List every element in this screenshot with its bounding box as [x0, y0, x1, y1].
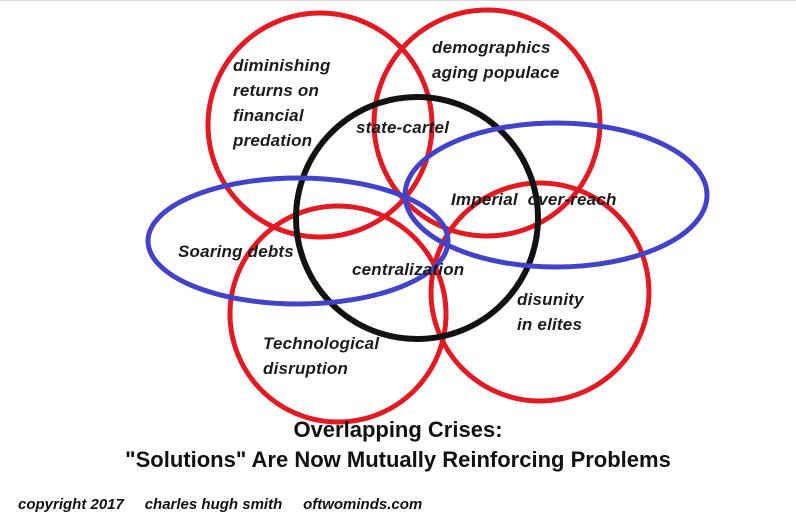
label-disunity-in-elites: disunity in elites [517, 290, 584, 334]
label-imperial-overreach: Imperial over-reach [451, 190, 617, 209]
diagram-title-line1: Overlapping Crises: [293, 417, 503, 442]
circle-state-cartel-centralization [293, 94, 541, 342]
diagram-title-line2: "Solutions" Are Now Mutually Reinforcing… [125, 447, 671, 472]
circle-disunity-in-elites [428, 180, 652, 404]
ellipse-soaring-debts [145, 175, 451, 307]
label-demographics: demographics aging populace [432, 38, 560, 82]
circle-technological-disruption [227, 203, 449, 425]
label-financial-predation: diminishing returns on financial predati… [233, 56, 331, 150]
copyright-line: copyright 2017 charles hugh smith oftwom… [18, 496, 423, 513]
circle-demographics [371, 7, 603, 239]
label-centralization: centralization [352, 260, 465, 279]
label-soaring-debts: Soaring debts [178, 242, 294, 261]
circle-financial-predation [205, 10, 435, 240]
label-state-cartel: state-cartel [356, 118, 450, 137]
ellipse-imperial-overreach [402, 120, 710, 270]
label-technological-disruption: Technological disruption [263, 334, 380, 378]
